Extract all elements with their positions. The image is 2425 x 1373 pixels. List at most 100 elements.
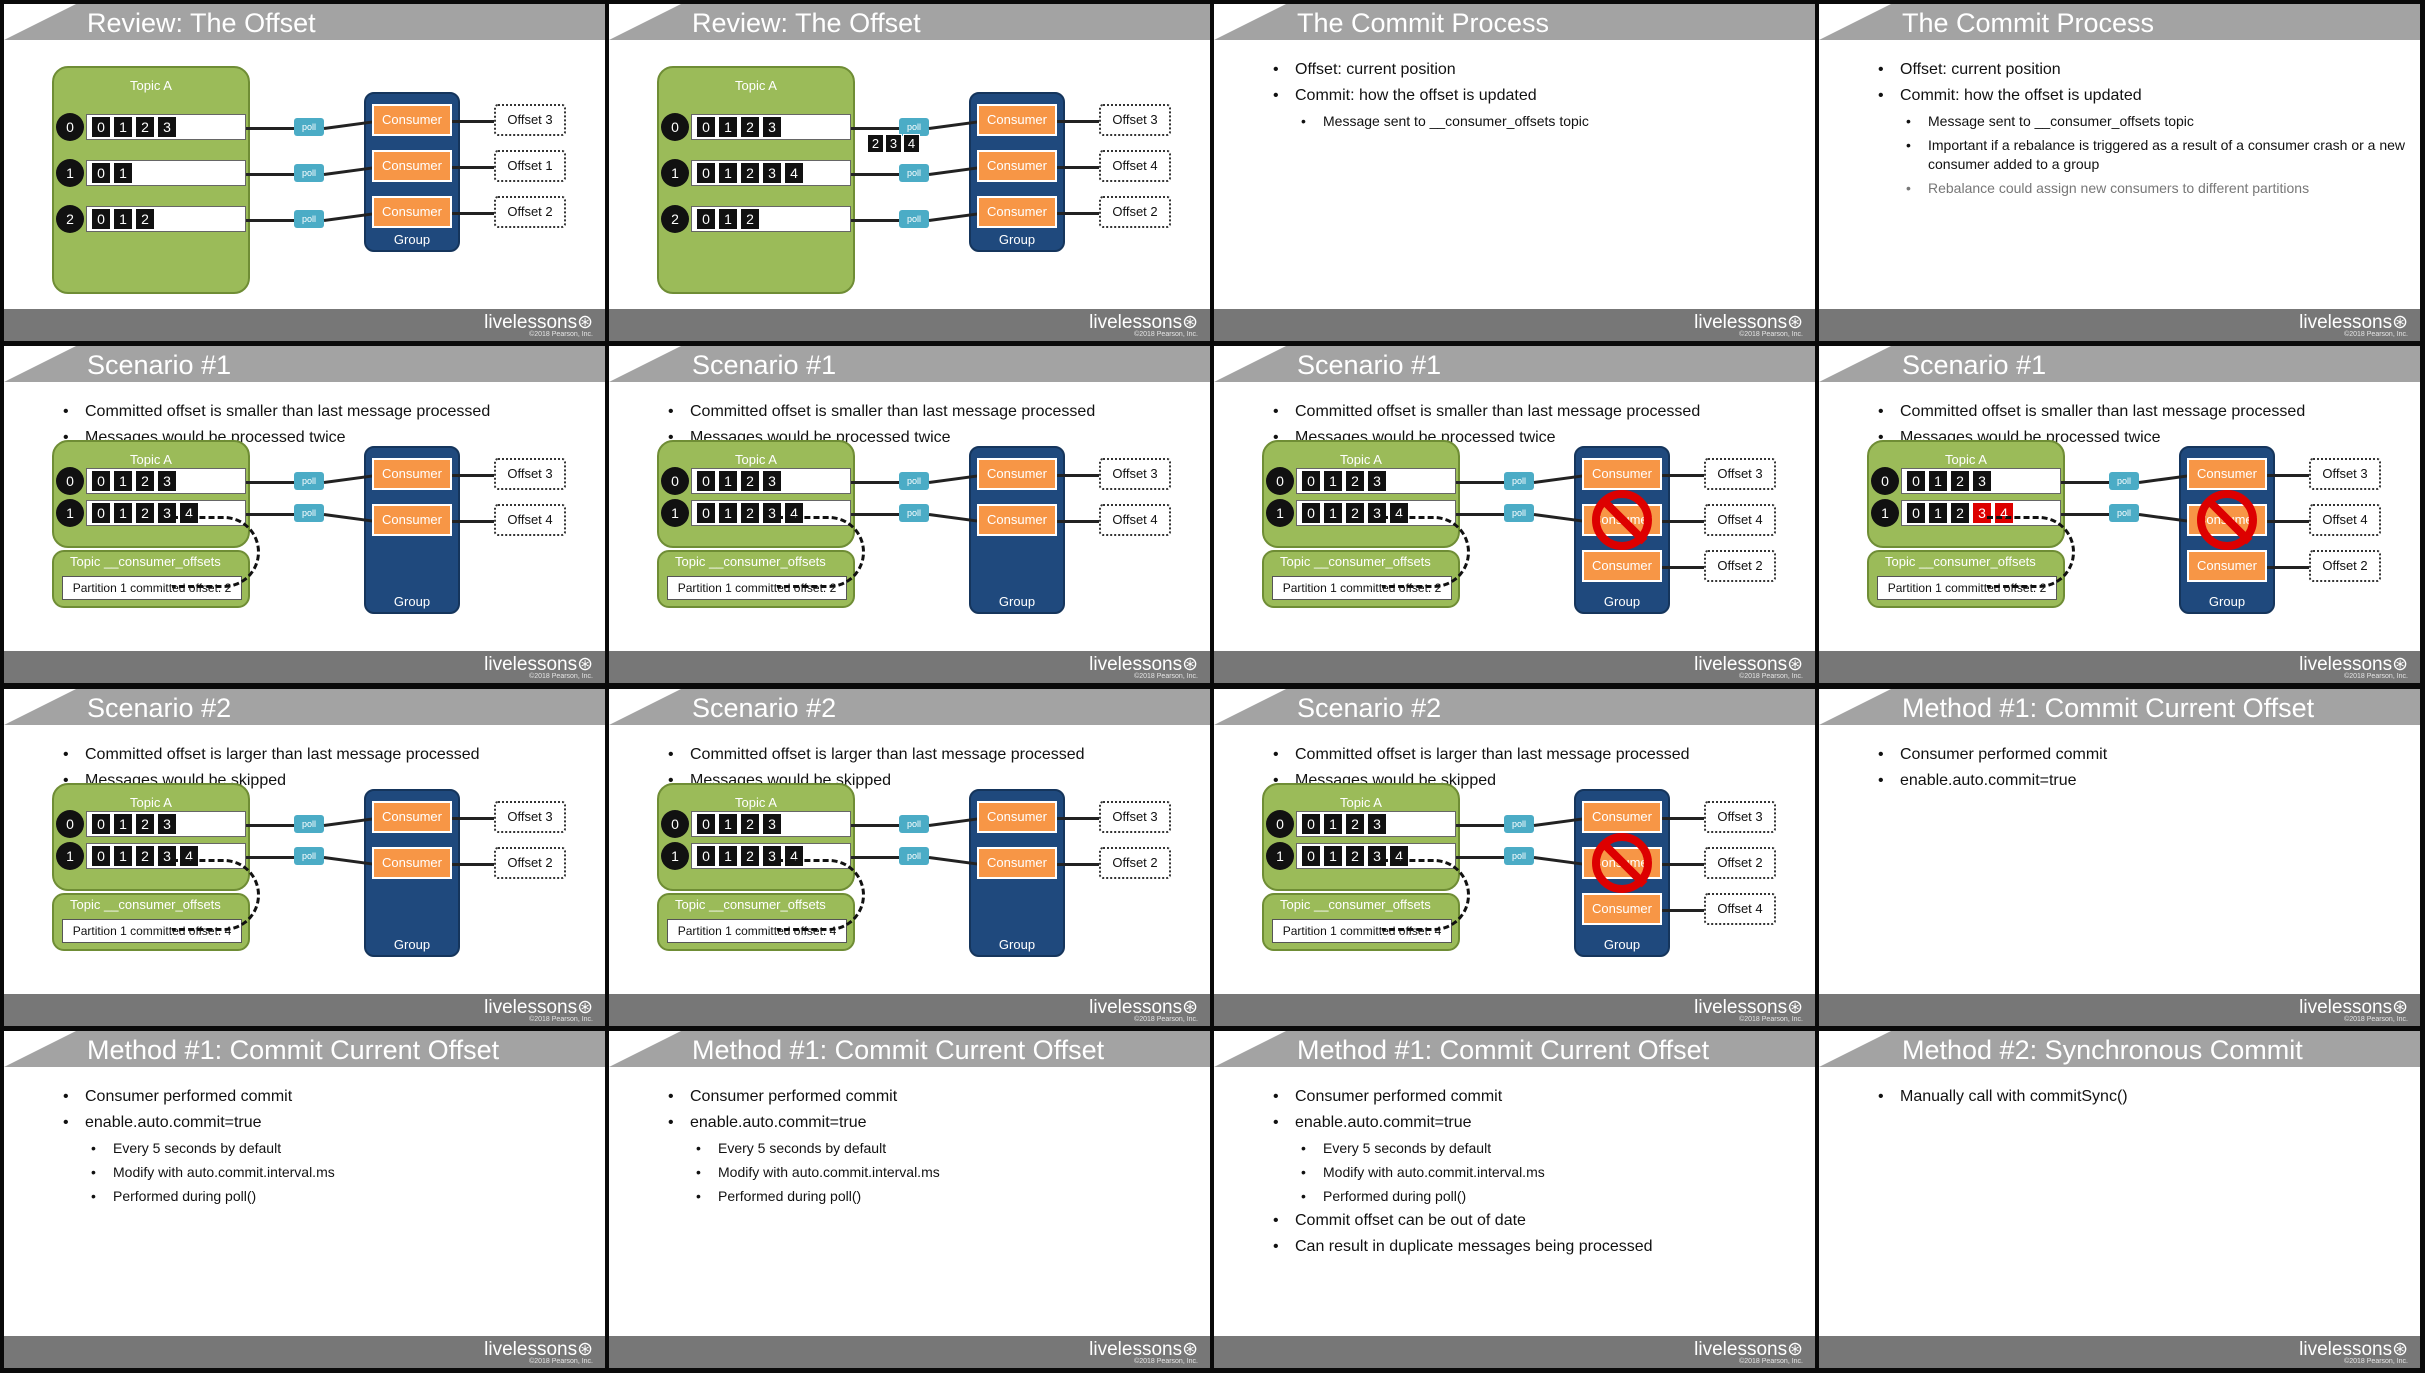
consumer-box[interactable]: Consumer — [977, 196, 1057, 228]
partition-number: 1 — [56, 499, 84, 527]
connector-line — [1662, 817, 1704, 820]
consumer-box[interactable]: Consumer — [2187, 458, 2267, 490]
copyright-text: ©2018 Pearson, Inc. — [2344, 1358, 2408, 1365]
slide-11[interactable]: Scenario #2 livelessons⊛©2018 Pearson, In… — [1214, 689, 1815, 1026]
slide-footer: livelessons⊛©2018 Pearson, Inc. — [1819, 651, 2420, 683]
consumer-box[interactable]: Consumer — [2187, 550, 2267, 582]
slide-footer: livelessons⊛©2018 Pearson, Inc. — [609, 309, 1210, 341]
consumer-box[interactable]: Consumer — [372, 801, 452, 833]
consumer-box[interactable]: Consumer — [977, 504, 1057, 536]
consumer-box[interactable]: Consumer — [977, 150, 1057, 182]
offset-cell: 3 — [158, 117, 176, 137]
partition-number: 0 — [56, 810, 84, 838]
poll-label: poll — [294, 164, 324, 182]
title-bar — [4, 689, 605, 725]
livelessons-logo: livelessons⊛ — [2299, 312, 2408, 333]
consumer-box[interactable]: Consumer — [372, 196, 452, 228]
group-label: Group — [998, 594, 1036, 609]
consumer-box[interactable]: Consumer — [977, 847, 1057, 879]
consumer-box[interactable]: Consumer — [1582, 458, 1662, 490]
offset-cell: 3 — [1368, 471, 1386, 491]
offset-box: Offset 3 — [1099, 104, 1171, 136]
copyright-text: ©2018 Pearson, Inc. — [2344, 331, 2408, 338]
offset-cell: 3 — [763, 117, 781, 137]
offset-cell: 2 — [741, 814, 759, 834]
poll-label: poll — [294, 118, 324, 136]
title-bar — [4, 1031, 605, 1067]
livelessons-logo: livelessons⊛ — [1089, 654, 1198, 675]
offset-box: Offset 3 — [494, 104, 566, 136]
consumer-box[interactable]: Consumer — [372, 847, 452, 879]
offset-cell: 1 — [719, 814, 737, 834]
consumer-box[interactable]: Consumer — [1582, 893, 1662, 925]
slide-6[interactable]: Scenario #1 livelessons⊛©2018 Pearson, In… — [609, 346, 1210, 683]
partition-number: 1 — [56, 159, 84, 187]
topic-a-label: Topic A — [130, 78, 172, 93]
bullet-item: Important if a rebalance is triggered as… — [1874, 133, 2414, 176]
copyright-text: ©2018 Pearson, Inc. — [1134, 673, 1198, 680]
group-label: Group — [998, 937, 1036, 952]
bullet-item: Committed offset is smaller than last me… — [664, 399, 1204, 425]
bullet-list: Consumer performed commitenable.auto.com… — [59, 1084, 599, 1208]
bullet-item: Every 5 seconds by default — [59, 1136, 599, 1160]
offset-cell: 4 — [785, 163, 803, 183]
connector-line — [1057, 166, 1099, 169]
consumer-box[interactable]: Consumer — [372, 504, 452, 536]
bullet-list: Offset: current positionCommit: how the … — [1874, 57, 2414, 200]
poll-label: poll — [899, 847, 929, 865]
committed-offset-value: Partition 1 committed offset: 2 — [62, 576, 242, 600]
offset-cell: 0 — [697, 503, 715, 523]
slide-footer: livelessons⊛©2018 Pearson, Inc. — [1214, 994, 1815, 1026]
slide-footer: livelessons⊛©2018 Pearson, Inc. — [609, 651, 1210, 683]
consumer-box[interactable]: Consumer — [977, 801, 1057, 833]
livelessons-logo: livelessons⊛ — [1089, 312, 1198, 333]
connector-line — [452, 520, 494, 523]
slide-title: Scenario #1 — [692, 350, 837, 380]
offset-cell: 2 — [136, 471, 154, 491]
topic-a-box — [657, 440, 855, 548]
group-label: Group — [1603, 594, 1641, 609]
crashed-consumer-icon — [1592, 490, 1652, 550]
consumer-box[interactable]: Consumer — [372, 458, 452, 490]
connector-line — [1456, 824, 1504, 827]
slide-title: Scenario #2 — [1297, 693, 1442, 723]
offset-cell: 2 — [741, 163, 759, 183]
slide-title: Scenario #1 — [87, 350, 232, 380]
partition-number: 1 — [661, 499, 689, 527]
message-in-flight: 2 — [867, 134, 884, 153]
connector-line — [851, 481, 899, 484]
consumer-box[interactable]: Consumer — [372, 150, 452, 182]
bullet-item: Commit: how the offset is updated — [1874, 83, 2414, 109]
bullet-list: Committed offset is larger than last mes… — [664, 742, 1204, 794]
connector-line — [452, 166, 494, 169]
connector-line — [1057, 212, 1099, 215]
commit-arrow — [1987, 516, 2075, 588]
consumer-box[interactable]: Consumer — [977, 104, 1057, 136]
consumer-box[interactable]: Consumer — [372, 104, 452, 136]
consumer-box[interactable]: Consumer — [1582, 801, 1662, 833]
connector-line — [2061, 513, 2109, 516]
offset-cell: 3 — [763, 471, 781, 491]
offset-cell: 2 — [1951, 471, 1969, 491]
consumer-box[interactable]: Consumer — [977, 458, 1057, 490]
consumer-box[interactable]: Consumer — [1582, 550, 1662, 582]
bullet-item: Manually call with commitSync() — [1874, 1084, 2414, 1110]
bullet-item: Performed during poll() — [1269, 1184, 1809, 1208]
copyright-text: ©2018 Pearson, Inc. — [529, 331, 593, 338]
